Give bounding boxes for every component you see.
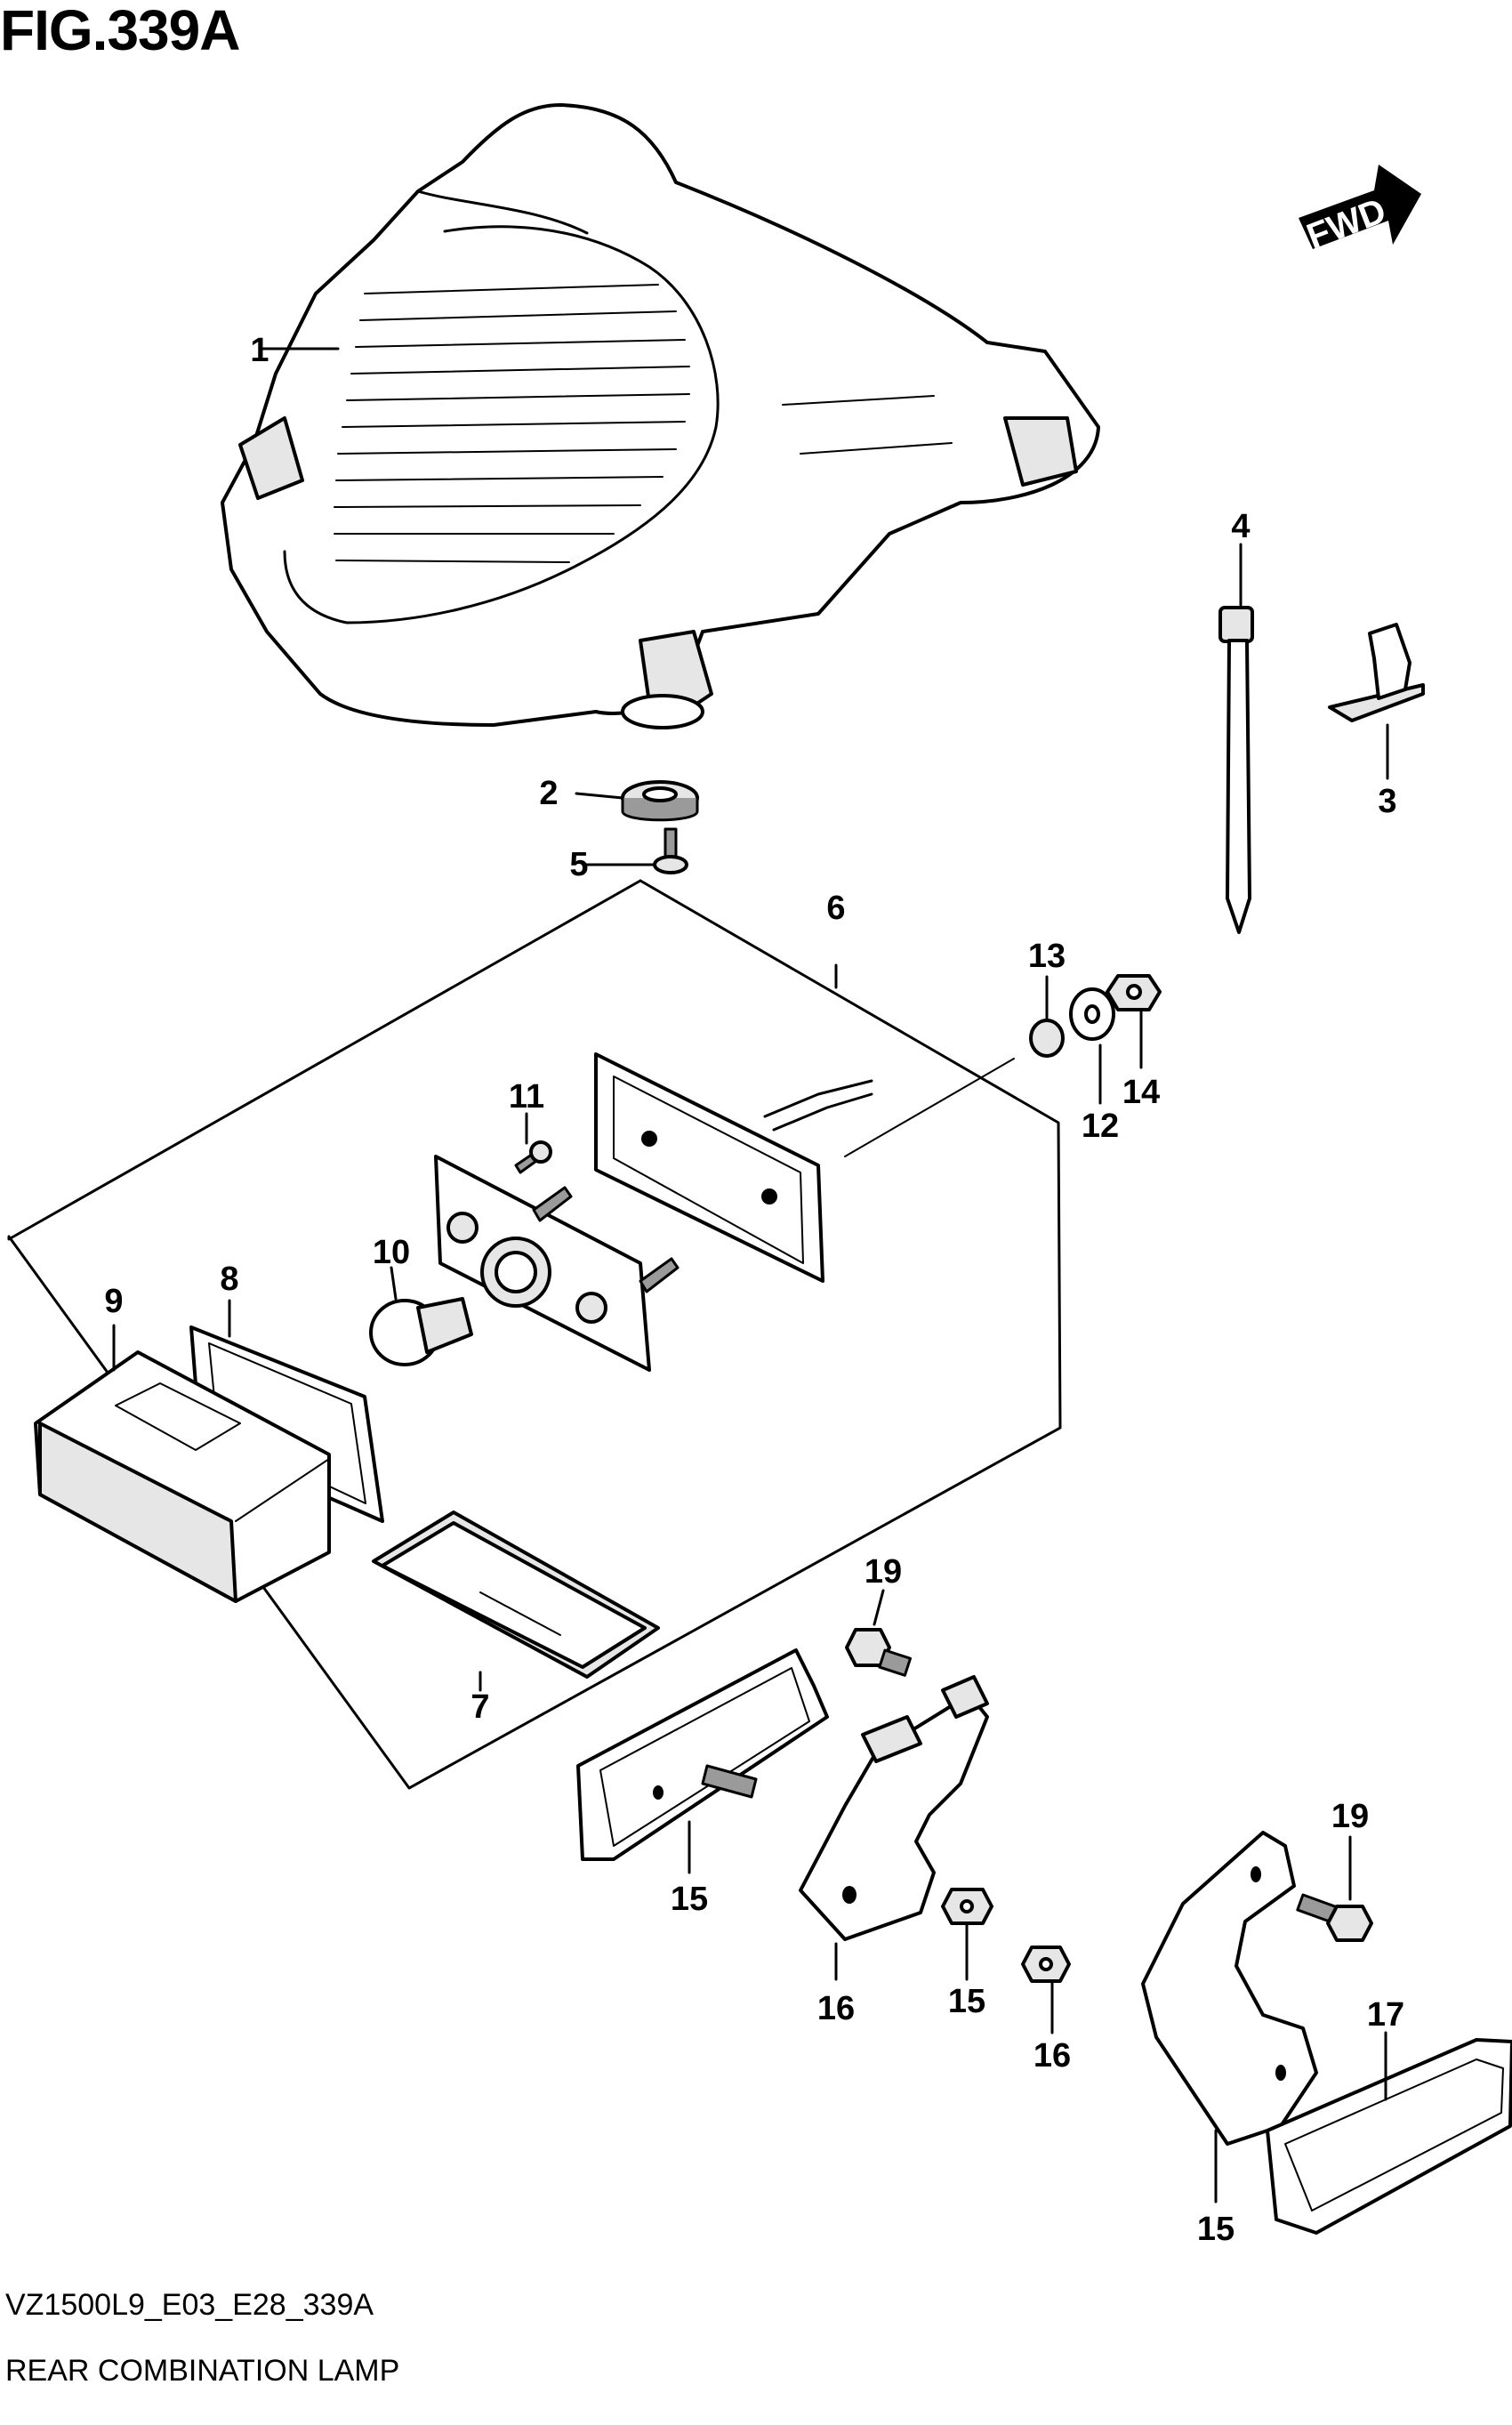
bracket-18: [701, 1675, 989, 1941]
leader-19-upper: [873, 1589, 885, 1626]
callout-19-lower: 19: [1331, 1798, 1369, 1835]
callout-16-right: 16: [1033, 2037, 1071, 2075]
socket-plate: [434, 1155, 680, 1372]
callout-13: 13: [1028, 938, 1066, 975]
callout-18: 16: [817, 1990, 855, 2027]
figure-title: FIG.339A: [0, 0, 240, 62]
bulb: [369, 1297, 473, 1366]
bolt-19-upper: [845, 1628, 913, 1677]
callout-16-left: 15: [948, 1983, 985, 2020]
callout-11: 11: [509, 1078, 544, 1116]
washer: [1069, 987, 1115, 1041]
callout-10: 10: [373, 1234, 410, 1271]
leader-10: [390, 1266, 398, 1301]
fwd-arrow-icon: FWD: [1299, 165, 1421, 256]
callout-4: 4: [1231, 508, 1250, 545]
bracket-17: [1141, 1831, 1318, 2146]
license-lens: [372, 1511, 660, 1679]
reflector-left: [576, 1648, 829, 1861]
bolt-19-lower: [1296, 1893, 1373, 1942]
grommet: [621, 780, 699, 822]
nut-16-right: [1021, 1946, 1071, 1983]
collar: [1029, 1019, 1065, 1058]
callout-1: 1: [250, 332, 269, 369]
tail-lamp-housing: [221, 103, 1100, 729]
leader-2: [575, 792, 624, 800]
lens: [34, 1350, 331, 1603]
reflector-right: [1266, 2038, 1512, 2235]
callout-9: 9: [104, 1283, 123, 1320]
callout-7: 7: [470, 1688, 489, 1726]
assembly-box-outline: [7, 879, 1062, 1790]
nut-16-left: [941, 1888, 993, 1925]
callout-17: 15: [1197, 2211, 1235, 2248]
leader-13-guide: [844, 1058, 1015, 1157]
nut-14: [1106, 974, 1162, 1011]
callout-19-upper: 19: [865, 1553, 902, 1591]
callout-2: 2: [539, 775, 558, 812]
screw-5: [653, 827, 688, 874]
diagram-code: VZ1500L9_E03_E28_339A: [5, 2288, 374, 2322]
cable-tie: [1218, 606, 1254, 934]
callout-6: 6: [826, 890, 845, 927]
callout-15-right: 17: [1367, 1996, 1404, 2034]
callout-15-left: 15: [671, 1881, 708, 1918]
clamp: [1328, 623, 1425, 722]
callout-8: 8: [220, 1261, 238, 1298]
callout-3: 3: [1378, 783, 1396, 820]
diagram-caption: REAR COMBINATION LAMP: [5, 2354, 400, 2388]
lamp-base-gasket: [594, 1052, 873, 1283]
callout-12: 12: [1082, 1108, 1119, 1145]
screw-11: [514, 1140, 552, 1174]
callout-14: 14: [1122, 1074, 1160, 1111]
callout-5: 5: [569, 846, 588, 883]
